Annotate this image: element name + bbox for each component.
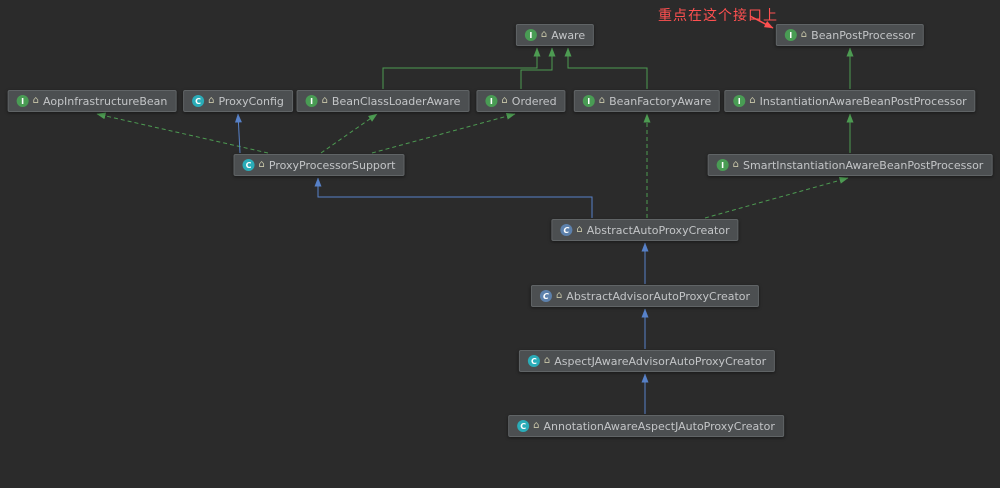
edge-proxyprocessorsupport-implements-ordered [371, 112, 516, 154]
node-label: AnnotationAwareAspectJAutoProxyCreator [543, 419, 775, 433]
edge-ordered-extends-aware [520, 47, 556, 89]
node-smartinstantiationawarebeanpostprocessor[interactable]: I ⌂ SmartInstantiationAwareBeanPostProce… [707, 154, 993, 176]
node-beanfactoryaware[interactable]: I ⌂ BeanFactoryAware [573, 90, 721, 112]
home-icon: ⌂ [208, 95, 215, 106]
interface-icon: I [485, 95, 498, 107]
home-icon: ⌂ [749, 95, 756, 106]
edge-abstractautoproxycreator-implements-smartinstantiationawarebpp [704, 176, 849, 219]
abstract-class-icon: C [560, 224, 573, 236]
home-icon: ⌂ [576, 224, 583, 235]
interface-icon: I [305, 95, 318, 107]
node-label: AbstractAdvisorAutoProxyCreator [566, 289, 751, 303]
node-label: AspectJAwareAdvisorAutoProxyCreator [554, 354, 767, 368]
annotation-text: 重点在这个接口上 [658, 8, 778, 24]
class-icon: C [192, 95, 205, 107]
node-annotationawareaspectjautoproxycreator[interactable]: C ⌂ AnnotationAwareAspectJAutoProxyCreat… [508, 415, 784, 437]
interface-icon: I [733, 95, 746, 107]
node-label: Aware [551, 28, 586, 42]
abstract-class-icon: C [539, 290, 552, 302]
node-beanpostprocessor[interactable]: I ⌂ BeanPostProcessor [775, 24, 925, 46]
node-abstractadvisorautoproxycreator[interactable]: C ⌂ AbstractAdvisorAutoProxyCreator [530, 285, 760, 307]
home-icon: ⌂ [533, 420, 540, 431]
home-icon: ⌂ [540, 29, 548, 40]
node-instantiationawarebeanpostprocessor[interactable]: I ⌂ InstantiationAwareBeanPostProcessor [724, 90, 976, 112]
node-ordered[interactable]: I ⌂ Ordered [476, 90, 566, 112]
node-proxyconfig[interactable]: C ⌂ ProxyConfig [183, 90, 293, 112]
edge-proxyprocessorsupport-implements-aopinfrastructurebean [96, 112, 269, 154]
node-label: BeanClassLoaderAware [331, 94, 461, 108]
node-label: SmartInstantiationAwareBeanPostProcessor [743, 158, 984, 172]
annotation-arrow [749, 15, 774, 29]
interface-icon: I [524, 29, 537, 41]
node-aopinfrastructurebean[interactable]: I ⌂ AopInfrastructureBean [7, 90, 177, 112]
node-aspectjawareadvisorautoproxycreator[interactable]: C ⌂ AspectJAwareAdvisorAutoProxyCreator [518, 350, 776, 372]
node-proxyprocessorsupport[interactable]: C ⌂ ProxyProcessorSupport [233, 154, 405, 176]
home-icon: ⌂ [321, 95, 328, 106]
edge-beanfactoryaware-extends-aware [564, 47, 648, 89]
node-label: BeanPostProcessor [811, 28, 916, 42]
class-icon: C [527, 355, 540, 367]
interface-icon: I [784, 29, 797, 41]
node-abstractautoproxycreator[interactable]: C ⌂ AbstractAutoProxyCreator [551, 219, 739, 241]
edge-abstractautoproxycreator-extends-proxyprocessorsupport [314, 177, 593, 218]
edge-proxyprocessorsupport-extends-proxyconfig [234, 113, 242, 154]
home-icon: ⌂ [32, 95, 40, 106]
interface-icon: I [716, 159, 729, 171]
edge-beanclassloaderaware-extends-aware [382, 47, 541, 89]
edge-proxyprocessorsupport-implements-beanclassloaderaware [320, 113, 378, 154]
node-label: Ordered [511, 94, 557, 108]
interface-icon: I [16, 95, 29, 107]
node-label: AbstractAutoProxyCreator [586, 223, 730, 237]
node-label: BeanFactoryAware [609, 94, 712, 108]
class-icon: C [517, 420, 530, 432]
class-icon: C [242, 159, 255, 171]
home-icon: ⌂ [732, 159, 740, 170]
node-label: InstantiationAwareBeanPostProcessor [759, 94, 967, 108]
interface-icon: I [582, 95, 595, 107]
home-icon: ⌂ [258, 159, 265, 170]
node-label: ProxyConfig [218, 94, 284, 108]
node-beanclassloaderaware[interactable]: I ⌂ BeanClassLoaderAware [296, 90, 470, 112]
node-label: ProxyProcessorSupport [268, 158, 396, 172]
node-aware[interactable]: I ⌂ Aware [515, 24, 595, 46]
home-icon: ⌂ [555, 290, 563, 301]
node-label: AopInfrastructureBean [43, 94, 168, 108]
home-icon: ⌂ [800, 29, 808, 40]
home-icon: ⌂ [501, 95, 508, 106]
home-icon: ⌂ [598, 95, 606, 106]
home-icon: ⌂ [543, 355, 551, 366]
